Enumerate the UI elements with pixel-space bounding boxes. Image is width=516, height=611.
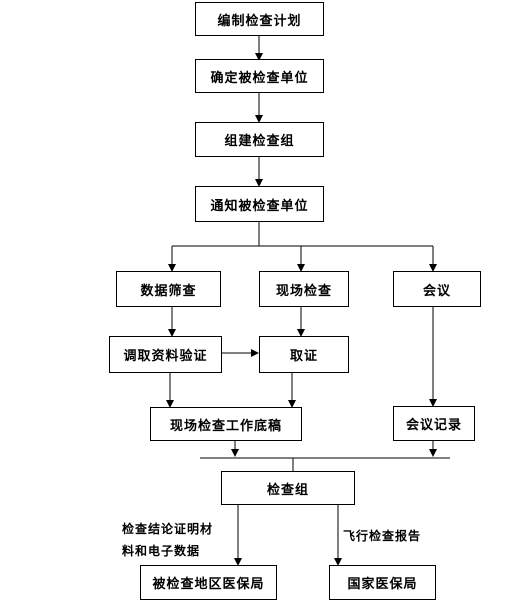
edge-label-conclusion-materials: 检查结论证明材 料和电子数据 <box>122 518 237 562</box>
node-plan: 编制检查计划 <box>195 2 324 36</box>
edge-label-conclusion-line2: 料和电子数据 <box>122 544 201 558</box>
node-onsite-draft-label: 现场检查工作底稿 <box>169 418 282 434</box>
node-national-bureau-label: 国家医保局 <box>347 577 418 592</box>
edge-label-flight-report: 飞行检查报告 <box>343 525 421 547</box>
node-onsite-check: 现场检查 <box>259 271 349 307</box>
node-plan-label: 编制检查计划 <box>217 13 302 29</box>
node-onsite-draft: 现场检查工作底稿 <box>150 407 302 441</box>
edge-label-conclusion-line1: 检查结论证明材 <box>122 522 214 536</box>
node-evidence-label: 取证 <box>289 349 318 364</box>
node-meeting-record: 会议记录 <box>393 406 475 441</box>
node-local-bureau-label: 被检查地区医保局 <box>152 577 265 592</box>
node-onsite-check-label: 现场检查 <box>275 283 332 299</box>
node-notify-unit: 通知被检查单位 <box>195 186 324 222</box>
node-meeting: 会议 <box>393 271 481 307</box>
node-data-screening-label: 数据筛查 <box>140 283 197 299</box>
node-inspection-team-label: 检查组 <box>266 482 309 498</box>
node-form-team: 组建检查组 <box>195 122 324 157</box>
node-form-team-label: 组建检查组 <box>224 134 295 149</box>
node-meeting-record-label: 会议记录 <box>405 418 462 433</box>
node-local-bureau: 被检查地区医保局 <box>140 565 277 600</box>
node-data-screening: 数据筛查 <box>116 271 221 307</box>
edge-label-flight-report-text: 飞行检查报告 <box>343 529 422 543</box>
node-inspection-team: 检查组 <box>221 471 355 505</box>
node-confirm-unit-label: 确定被检查单位 <box>210 70 309 86</box>
node-notify-unit-label: 通知被检查单位 <box>210 198 309 214</box>
node-national-bureau: 国家医保局 <box>329 565 436 600</box>
node-retrieve-materials: 调取资料验证 <box>109 336 222 373</box>
node-retrieve-materials-label: 调取资料验证 <box>123 349 208 364</box>
node-evidence: 取证 <box>259 336 349 373</box>
node-meeting-label: 会议 <box>422 283 451 299</box>
node-confirm-unit: 确定被检查单位 <box>195 59 324 93</box>
